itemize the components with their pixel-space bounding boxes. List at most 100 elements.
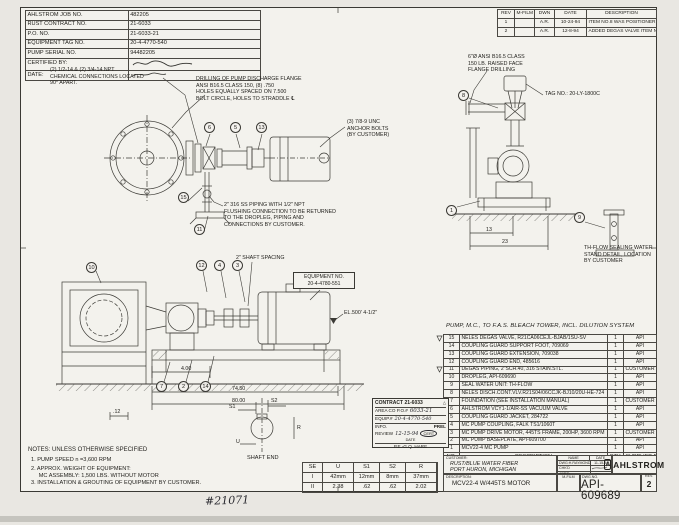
- s1-value: .62: [353, 482, 380, 493]
- customer-label: CUSTOMER:: [446, 456, 468, 460]
- customer-name: RUST/BLUE WATER FIBER: [450, 460, 519, 467]
- part-desc: FOUNDATION (SEE INSTALLATION MANUAL): [459, 397, 608, 407]
- job-value: 20-4-4770-540: [127, 38, 262, 50]
- stamp-review-label: REVIEW: [375, 430, 394, 436]
- part-desc: MC PUMP COUPLING, FALK TS1/1060T: [459, 420, 608, 430]
- conv-dimen-label: CONV. DIMEN.: [436, 472, 438, 483]
- part-supplier: API: [623, 349, 657, 359]
- mfilm-cell: M-FILM: [557, 474, 580, 492]
- item-balloon-10: 10: [86, 262, 97, 273]
- item-balloon-1: 1: [446, 205, 457, 216]
- revision-row: 2 A.R. 12-8-94 ADDED DEGAS VALVE ITEM NO…: [497, 27, 657, 37]
- part-no: 14: [443, 341, 460, 351]
- scan-shadow-artifact: [0, 516, 679, 522]
- description-cell: DESCRIPTION: MCV22-4 W/445TS MOTOR: [443, 474, 557, 492]
- part-desc: MC PUMP BASEPLATE, API-609700: [459, 436, 608, 446]
- work-dimen-label: WORK DIMEN.: [436, 462, 438, 473]
- dim-label-s2: S2: [271, 398, 278, 404]
- dwg-no-label: DWG.NO.: [582, 475, 599, 479]
- dim-header-row: SE U S1 S2 R WORK DIMEN.: [302, 462, 438, 473]
- part-desc: NELES DEGAS VALVE, R21CA06CEJL-BJAB/1SU-…: [459, 334, 608, 343]
- table-row: EQUIPMENT TAG NO.20-4-4770-540: [25, 38, 262, 50]
- dim-80-00: 80.00: [232, 398, 246, 404]
- note-2: 2. APPROX. WEIGHT OF EQUIPMENT: MC ASSEM…: [31, 466, 159, 479]
- r-value: 2.02: [405, 482, 437, 493]
- equipment-number-value: 20-4-4780-551: [307, 280, 341, 287]
- part-qty: 1: [607, 389, 624, 399]
- part-desc: MC PUMP DRIVE MOTOR, 445TS FRAME, 200HP,…: [459, 428, 608, 438]
- drawing-description: MCV22-4 W/445TS MOTOR: [452, 479, 531, 487]
- item-balloon-6: 6: [204, 122, 215, 133]
- table-row: AHLSTROM JOB NO.482205: [25, 10, 262, 21]
- part-supplier: API: [623, 373, 657, 383]
- rev-no: 2: [497, 27, 515, 37]
- part-qty: 1: [607, 444, 624, 454]
- raised-face-flange-note: 6"Ø ANSI B16.5 CLASS 150 LB. RAISED FACE…: [468, 54, 525, 74]
- part-no: 11: [443, 365, 460, 375]
- part-no: 12: [443, 357, 460, 367]
- shaft-end-label: SHAFT END: [247, 455, 279, 461]
- part-supplier: API: [623, 420, 657, 430]
- r-header: R: [405, 462, 437, 473]
- equipment-number-label: EQUIPMENT NO.: [304, 274, 344, 280]
- elevation-note: EL.500' 4-1/2": [344, 310, 378, 316]
- dwg-name: H.RAYMOND: [568, 461, 591, 465]
- item-balloon-2: 2: [178, 381, 189, 392]
- stamp-po-value: 6033-21: [409, 407, 433, 414]
- part-qty: 1: [607, 373, 624, 383]
- drawing-number: API-609689: [581, 478, 621, 503]
- part-desc: SEAL WATER UNIT: TH-FLOW: [459, 381, 608, 391]
- ahlstrom-logo-icon: A: [604, 459, 612, 470]
- u-header: U: [322, 462, 354, 473]
- r-value: 37mm: [405, 472, 437, 483]
- dim-74-50: 74.50: [232, 386, 246, 392]
- shaft-spacing-note: 2" SHAFT SPACING: [236, 255, 285, 261]
- item-balloon-12: 12: [196, 260, 207, 271]
- date-header: DATE: [595, 456, 606, 460]
- s2-header: S2: [379, 462, 406, 473]
- item-balloon-9: 9: [574, 212, 585, 223]
- handwritten-number: #21071: [204, 493, 250, 508]
- stamp-contract: CONTRACT 21-6033: [375, 400, 423, 406]
- customer-cell: CUSTOMER: RUST/BLUE WATER FIBER PORT HUR…: [443, 455, 557, 474]
- part-no: 10: [443, 373, 460, 383]
- dim-label-r: R: [297, 425, 301, 431]
- s2-value: 8mm: [379, 472, 406, 483]
- parts-list-title: PUMP, M.C., TO F.A.S. BLEACH TOWER, INCL…: [446, 323, 635, 329]
- part-qty: 1: [607, 334, 624, 343]
- dwg-date: 11-15-94: [594, 461, 609, 465]
- dim-label-s1: S1: [229, 404, 236, 410]
- tag-number-note: TAG NO.: 20-LY-1800C: [545, 91, 600, 97]
- dim-13: 13: [486, 227, 492, 233]
- s1-header: S1: [353, 462, 380, 473]
- item-balloon-14: 14: [200, 381, 211, 392]
- item-balloon-15: 15: [178, 192, 189, 203]
- part-supplier: API: [623, 436, 657, 446]
- date-scribble: [132, 72, 167, 76]
- part-desc: DEGAS PIPING, 2"SCH.40, 316 STAIN.STL.: [459, 365, 608, 375]
- s1-value: 12mm: [353, 472, 380, 483]
- certified-by-signature: [127, 57, 262, 71]
- rev-dwn: A.R.: [534, 27, 555, 37]
- part-qty: 1: [607, 420, 624, 430]
- rev-cell: REV. 2: [641, 474, 657, 492]
- part-no: 8: [443, 389, 460, 399]
- stamp-prel: PREL: [433, 423, 446, 429]
- dim-12: .12: [113, 409, 121, 415]
- date-col-header: DATE: [554, 9, 587, 19]
- rev-desc: ITEM NO.8 WAS POSITIONER NP123: [586, 18, 657, 28]
- part-supplier: API: [623, 381, 657, 391]
- brand-cell: A AHLSTROM: [604, 455, 664, 474]
- contract-stamp: CONTRACT 21-6033 △ AREA CO P.O.# 6033-21…: [372, 398, 449, 449]
- dwn-col-header: DWN: [534, 9, 555, 19]
- rev-flag-icon: △: [442, 400, 446, 405]
- stamp-po-label: AREA CO P.O.#: [375, 407, 408, 413]
- part-qty: 1: [607, 412, 624, 422]
- part-qty: 1: [607, 365, 624, 375]
- part-qty: 1: [607, 405, 624, 414]
